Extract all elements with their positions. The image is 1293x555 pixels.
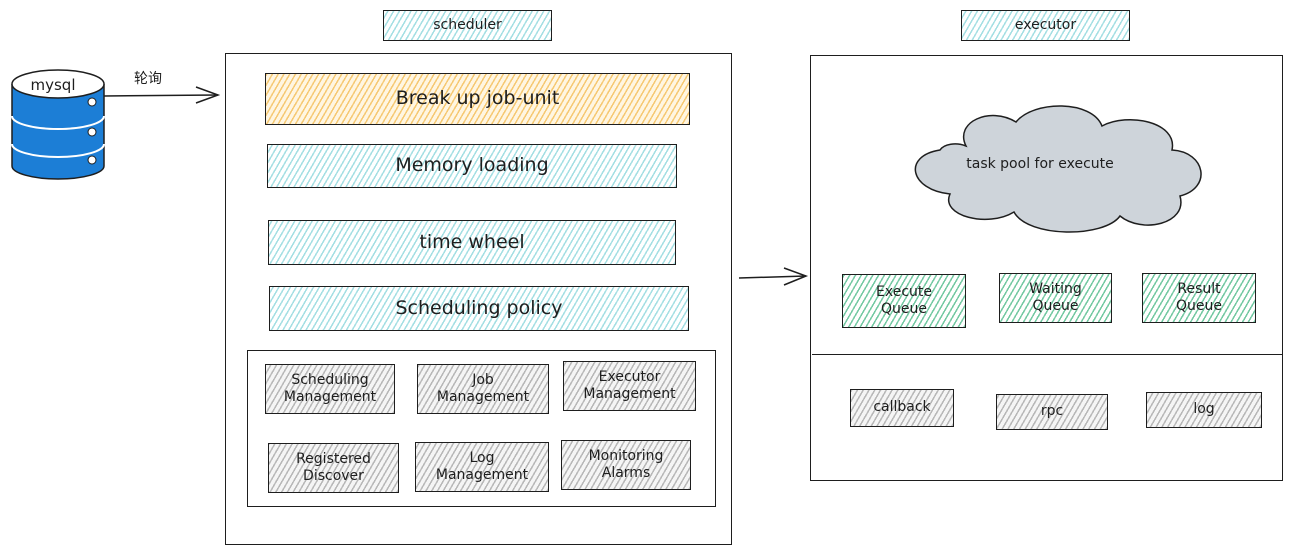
scheduler-title: scheduler xyxy=(383,10,552,41)
execute-queue: Execute Queue xyxy=(842,274,966,328)
module-scheduling-management: Scheduling Management xyxy=(265,364,395,414)
log-module: log xyxy=(1146,392,1262,428)
scheduler-to-executor-arrow xyxy=(738,267,809,286)
polling-label: 轮询 xyxy=(134,71,162,87)
executor-title: executor xyxy=(961,10,1130,41)
executor-divider xyxy=(812,354,1282,355)
module-registered-discover: Registered Discover xyxy=(268,443,399,493)
task-pool-label: task pool for execute xyxy=(966,156,1114,172)
waiting-queue: Waiting Queue xyxy=(999,273,1112,323)
mysql-database-icon xyxy=(11,69,105,180)
result-queue: Result Queue xyxy=(1142,273,1256,323)
task-pool-cloud xyxy=(914,105,1202,233)
module-monitoring-alarms: Monitoring Alarms xyxy=(561,440,691,490)
scheduler-layer-time-wheel: time wheel xyxy=(268,220,676,265)
polling-arrow xyxy=(103,86,221,104)
rpc-module: rpc xyxy=(996,394,1108,430)
scheduler-layer-break-up: Break up job-unit xyxy=(265,73,690,125)
module-job-management: Job Management xyxy=(417,364,549,414)
scheduler-layer-policy: Scheduling policy xyxy=(269,286,689,331)
module-executor-management: Executor Management xyxy=(563,361,696,411)
scheduler-layer-memory: Memory loading xyxy=(267,144,677,188)
callback-module: callback xyxy=(850,389,954,427)
mysql-label: mysql xyxy=(30,76,76,94)
module-log-management: Log Management xyxy=(415,442,549,492)
